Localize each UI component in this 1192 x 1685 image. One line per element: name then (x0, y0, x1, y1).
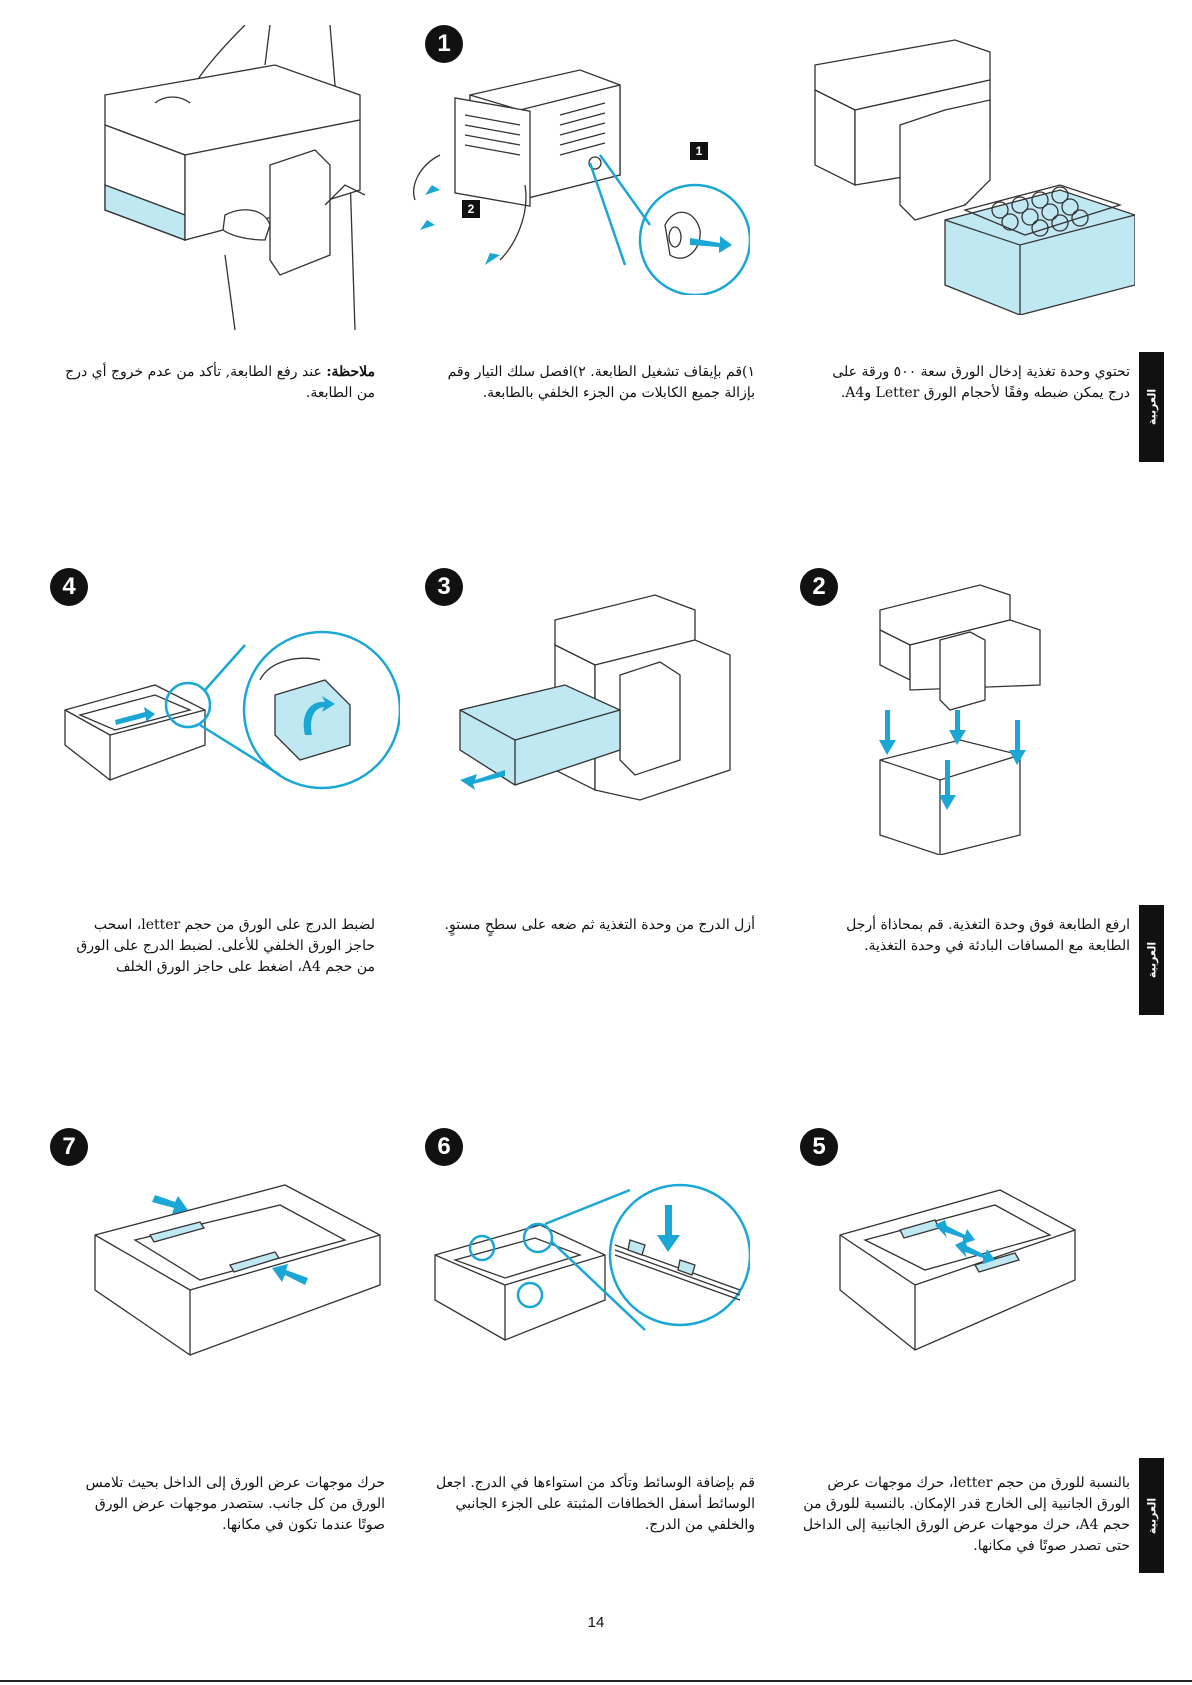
callout-2: 2 (462, 200, 480, 218)
step4-caption: لضبط الدرج على الورق من حجم letter، اسحب… (76, 917, 375, 975)
page-number: 14 (587, 1614, 605, 1631)
language-tab: العربية (1139, 352, 1164, 462)
step6-caption: قم بإضافة الوسائط وتأكد من استواءها في ا… (436, 1475, 755, 1533)
tray-width-guides-illustration (839, 1189, 1076, 1351)
callout-1: 1 (690, 142, 708, 160)
printer-onto-feeder-illustration (879, 584, 1041, 855)
step-badge-4: 4 (50, 568, 88, 606)
step-badge-7: 7 (50, 1128, 88, 1166)
note-caption: ملاحظة: عند رفع الطابعة, تأكد من عدم خرو… (65, 362, 375, 404)
step-badge-6: 6 (425, 1128, 463, 1166)
printer-rear-cables-illustration (413, 69, 750, 295)
step-badge-1: 1 (425, 25, 463, 63)
lifting-printer-illustration (104, 25, 366, 330)
note-label: ملاحظة: (326, 364, 375, 380)
step-badge-5: 5 (800, 1128, 838, 1166)
tray-paper-guides-illustration (94, 1184, 381, 1356)
step7-caption: حرك موجهات عرض الورق إلى الداخل بحيث تلا… (85, 1475, 385, 1533)
language-tab: العربية (1139, 905, 1164, 1015)
step5-caption: بالنسبة للورق من حجم letter، حرك موجهات … (802, 1475, 1130, 1554)
step1-caption: ١)قم بإيقاف تشغيل الطابعة. ٢)افصل سلك ال… (447, 364, 755, 401)
intro-caption: تحتوي وحدة تغذية إدخال الورق سعة ٥٠٠ ورق… (832, 364, 1130, 401)
step3-caption: أزل الدرج من وحدة التغذية ثم ضعه على سطح… (444, 917, 755, 933)
step-badge-2: 2 (800, 568, 838, 606)
language-tab: العربية (1139, 1458, 1164, 1573)
tray-media-hooks-illustration (434, 1183, 750, 1341)
tray-removal-illustration (459, 594, 731, 801)
printer-and-feeder-illustration (814, 39, 1135, 315)
step-badge-3: 3 (425, 568, 463, 606)
bottom-rule (0, 1680, 1192, 1682)
tray-rear-stop-illustration (64, 630, 400, 790)
note-text: عند رفع الطابعة, تأكد من عدم خروج أي درج… (65, 364, 375, 401)
step2-caption: ارفع الطابعة فوق وحدة التغذية. قم بمحاذا… (846, 917, 1130, 954)
